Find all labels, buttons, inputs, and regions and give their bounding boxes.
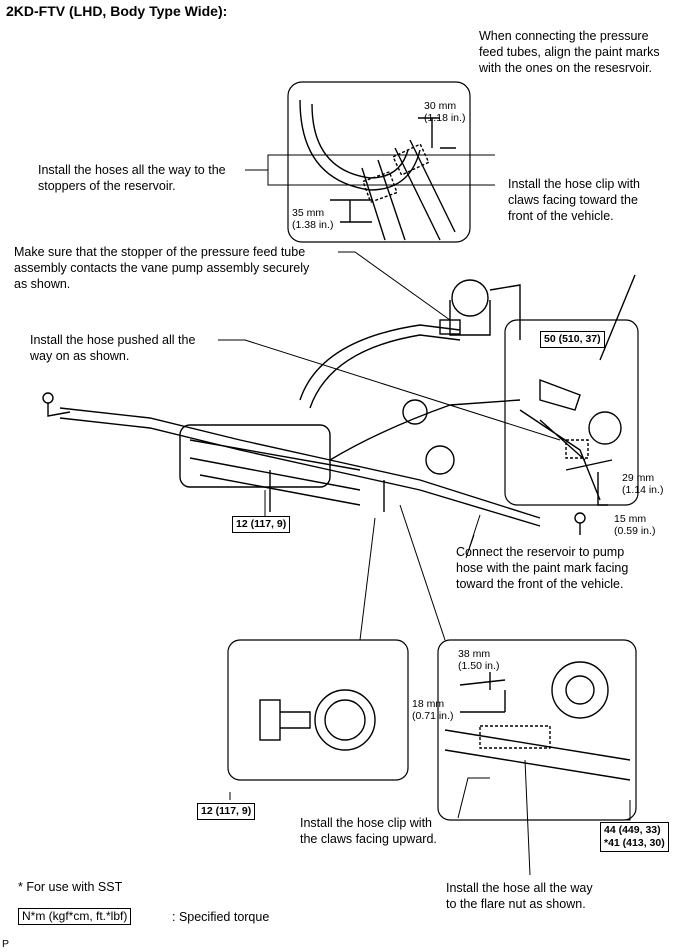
note-sst: * For use with SST bbox=[18, 880, 123, 894]
clip-detail bbox=[259, 689, 376, 751]
dim-29mm: 29 mm(1.14 in.) bbox=[622, 472, 664, 496]
footer-mark: P bbox=[2, 938, 10, 950]
pump-hose-detail bbox=[519, 274, 636, 506]
reservoir-neck-detail bbox=[299, 99, 456, 241]
legend-unit-desc: : Specified torque bbox=[172, 910, 270, 924]
dim-18mm: 18 mm(0.71 in.) bbox=[412, 698, 454, 722]
detail-box-pump bbox=[504, 319, 639, 506]
dim-15mm: 15 mm(0.59 in.) bbox=[614, 513, 656, 537]
detail-box-reservoir bbox=[287, 81, 471, 243]
torque-44-41: 44 (449, 33)*41 (413, 30) bbox=[600, 822, 669, 852]
legend-unit-box: N*m (kgf*cm, ft.*lbf) bbox=[18, 908, 132, 925]
detail-box-flare bbox=[437, 639, 637, 821]
flare-nut-detail bbox=[444, 661, 631, 781]
dim-38mm: 38 mm(1.50 in.) bbox=[458, 648, 500, 672]
steering-gear-assembly bbox=[42, 279, 586, 535]
torque-12-main: 12 (117, 9) bbox=[232, 516, 291, 533]
detail-box-clip bbox=[227, 639, 409, 781]
page-title: 2KD-FTV (LHD, Body Type Wide): bbox=[6, 3, 228, 19]
note-stopper-contact: Make sure that the stopper of the pressu… bbox=[14, 245, 310, 291]
torque-50: 50 (510, 37) bbox=[540, 331, 605, 348]
torque-12-detail: 12 (117, 9) bbox=[197, 803, 256, 820]
dim-35mm: 35 mm(1.38 in.) bbox=[292, 207, 334, 231]
dim-30mm: 30 mm(1.18 in.) bbox=[424, 100, 466, 124]
leader-lines bbox=[218, 154, 631, 876]
